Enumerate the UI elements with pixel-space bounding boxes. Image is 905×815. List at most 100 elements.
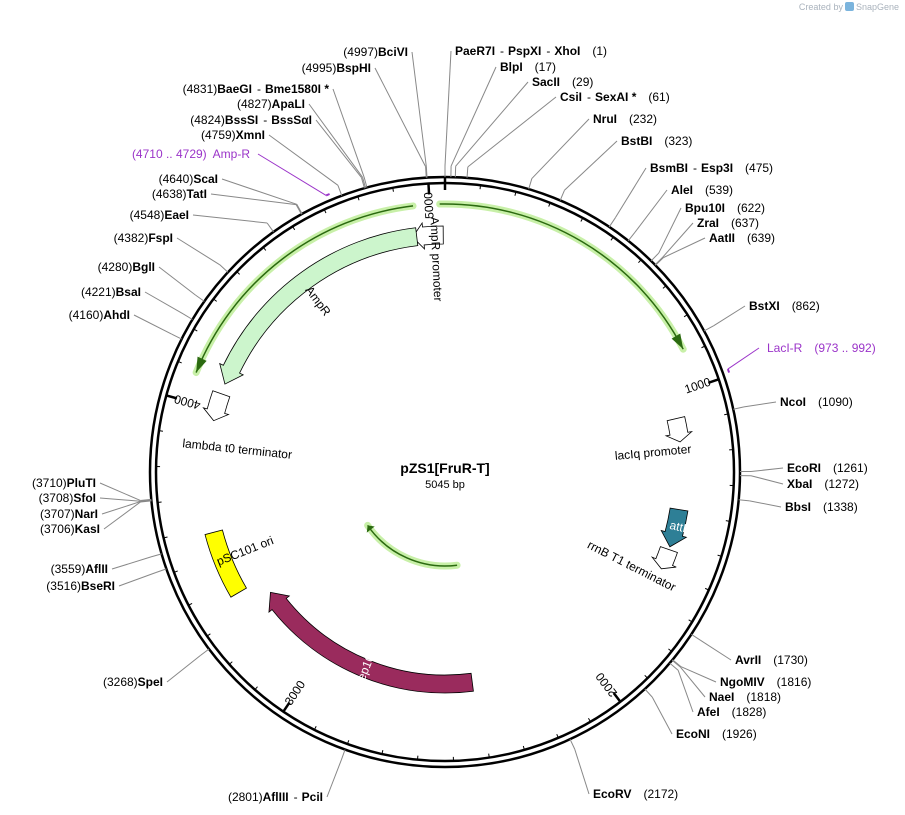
ruler-tick <box>254 686 258 690</box>
site-label[interactable]: (3268)SpeI <box>103 675 163 689</box>
site-leader <box>221 178 297 205</box>
site-label[interactable]: (3559)AflII <box>51 562 108 576</box>
site-tick <box>559 190 565 201</box>
site-label[interactable]: (4160)AhdI <box>69 308 130 322</box>
site-label[interactable]: EcoRV(2172) <box>593 787 678 801</box>
site-label[interactable]: (3707)NarI <box>40 507 98 521</box>
watermark-prefix: Created by <box>798 2 843 12</box>
site-leader <box>680 666 717 683</box>
site-label[interactable]: AvrII(1730) <box>735 653 808 667</box>
enzyme-name: NaeI <box>709 690 734 704</box>
ruler-tick <box>688 619 693 623</box>
feature-ampr-promoter[interactable] <box>412 221 444 250</box>
site-position: (1261) <box>833 461 868 475</box>
site-label[interactable]: EcoRI(1261) <box>787 461 868 475</box>
site-label[interactable]: BsmBI-Esp3I(475) <box>650 161 773 175</box>
site-label[interactable]: (4221)BsaI <box>81 285 141 299</box>
site-tick <box>608 217 616 228</box>
site-tick <box>671 659 681 668</box>
site-leader <box>411 51 427 167</box>
site-label[interactable]: BstBI(323) <box>621 134 692 148</box>
site-position: (3707) <box>40 507 75 521</box>
ruler-tick-label: 1000 <box>683 375 713 397</box>
site-leader <box>531 118 590 179</box>
site-label[interactable]: NaeI(1818) <box>709 690 781 704</box>
enzyme-name: BssSI <box>225 113 258 127</box>
ruler-tick <box>522 745 525 751</box>
site-position: (1828) <box>732 705 767 719</box>
site-tick <box>363 176 368 188</box>
feature-psc101-ori[interactable] <box>204 529 247 598</box>
ruler-tick <box>158 430 164 432</box>
site-label[interactable]: CsiI-SexAI *(61) <box>560 90 670 104</box>
enzyme-name: PciI <box>302 790 323 804</box>
feature-lambda-t0-terminator[interactable] <box>202 390 231 422</box>
site-label[interactable]: NgoMIV(1816) <box>720 675 811 689</box>
site-label[interactable]: EcoNI(1926) <box>676 727 757 741</box>
site-label[interactable]: SacII (29) <box>532 75 593 89</box>
site-label[interactable]: (3710)PluTI <box>32 476 96 490</box>
site-leader <box>564 140 618 191</box>
site-label[interactable]: Bpu10I(622) <box>685 201 765 215</box>
site-label[interactable]: (4824)BssSI-BssSαI <box>190 113 312 127</box>
site-label[interactable]: (4382)FspI <box>114 231 173 245</box>
site-label[interactable]: (4638)TatI <box>152 187 207 201</box>
site-label[interactable]: BlpI(17) <box>500 60 556 74</box>
enzyme-name: BaeGI <box>217 82 252 96</box>
ruler-tick <box>707 378 720 384</box>
site-label[interactable]: AatII(639) <box>709 231 775 245</box>
ruler-tick <box>644 674 648 679</box>
site-leader <box>651 696 673 735</box>
site-position: (1730) <box>773 653 808 667</box>
site-position: (4280) <box>98 260 133 274</box>
site-tick <box>266 222 274 233</box>
site-label[interactable]: (3706)KasI <box>40 522 100 536</box>
site-label[interactable]: PaeR7I-PspXI-XhoI(1) <box>455 44 607 58</box>
site-label[interactable]: (4827)ApaLI <box>237 97 305 111</box>
feature-rep101[interactable] <box>268 591 474 694</box>
site-label[interactable]: NruI(232) <box>593 112 657 126</box>
site-position: (4548) <box>130 208 165 222</box>
site-separator: - <box>693 161 697 175</box>
site-label[interactable]: (4280)BglI <box>98 260 155 274</box>
enzyme-name: SacII <box>532 75 560 89</box>
site-label[interactable]: XbaI(1272) <box>787 477 859 491</box>
site-position: (1) <box>592 44 607 58</box>
site-leader <box>677 670 694 713</box>
enzyme-name: ApaLI <box>272 97 305 111</box>
site-label[interactable]: (4548)EaeI <box>130 208 189 222</box>
site-tick <box>655 257 664 266</box>
site-label[interactable]: BstXI(862) <box>749 299 820 313</box>
site-label[interactable]: NcoI(1090) <box>780 395 853 409</box>
site-label[interactable]: (4831)BaeGI-Bme1580I * <box>183 82 330 96</box>
site-label[interactable]: (4759)XmnI <box>201 128 265 142</box>
site-tick <box>672 659 682 668</box>
enzyme-name: SfoI <box>73 491 96 505</box>
enzyme-name: FspI <box>148 231 173 245</box>
site-tick <box>150 553 162 558</box>
site-position: (29) <box>572 75 593 89</box>
site-label[interactable]: (3516)BseRI <box>46 579 115 593</box>
enzyme-name: SpeI <box>138 675 163 689</box>
site-label[interactable]: (4995)BspHI <box>302 61 371 75</box>
site-label[interactable]: (4640)ScaI <box>159 172 218 186</box>
feature-attp[interactable] <box>660 507 689 548</box>
site-position: (475) <box>745 161 773 175</box>
site-tick <box>650 252 660 262</box>
feature-rrnb-t1-terminator[interactable] <box>650 546 678 570</box>
site-leader <box>574 748 590 795</box>
enzyme-name: XhoI <box>554 44 580 58</box>
site-label[interactable]: AfeI(1828) <box>697 705 766 719</box>
orf-arrowhead <box>366 525 375 533</box>
ruler-tick-label: 3000 <box>282 678 309 708</box>
feature-laciq-promoter[interactable] <box>664 416 694 443</box>
site-leader <box>158 266 196 296</box>
site-label[interactable]: ZraI(637) <box>697 216 759 230</box>
site-label[interactable]: AleI(539) <box>671 183 733 197</box>
site-tick <box>738 499 750 502</box>
feature-ampr[interactable] <box>219 227 419 385</box>
site-label[interactable]: (2801)AflIII-PciI <box>228 790 323 804</box>
site-label[interactable]: (4997)BciVI <box>343 45 408 59</box>
site-label[interactable]: BbsI(1338) <box>785 500 858 514</box>
site-label[interactable]: (3708)SfoI <box>39 491 96 505</box>
